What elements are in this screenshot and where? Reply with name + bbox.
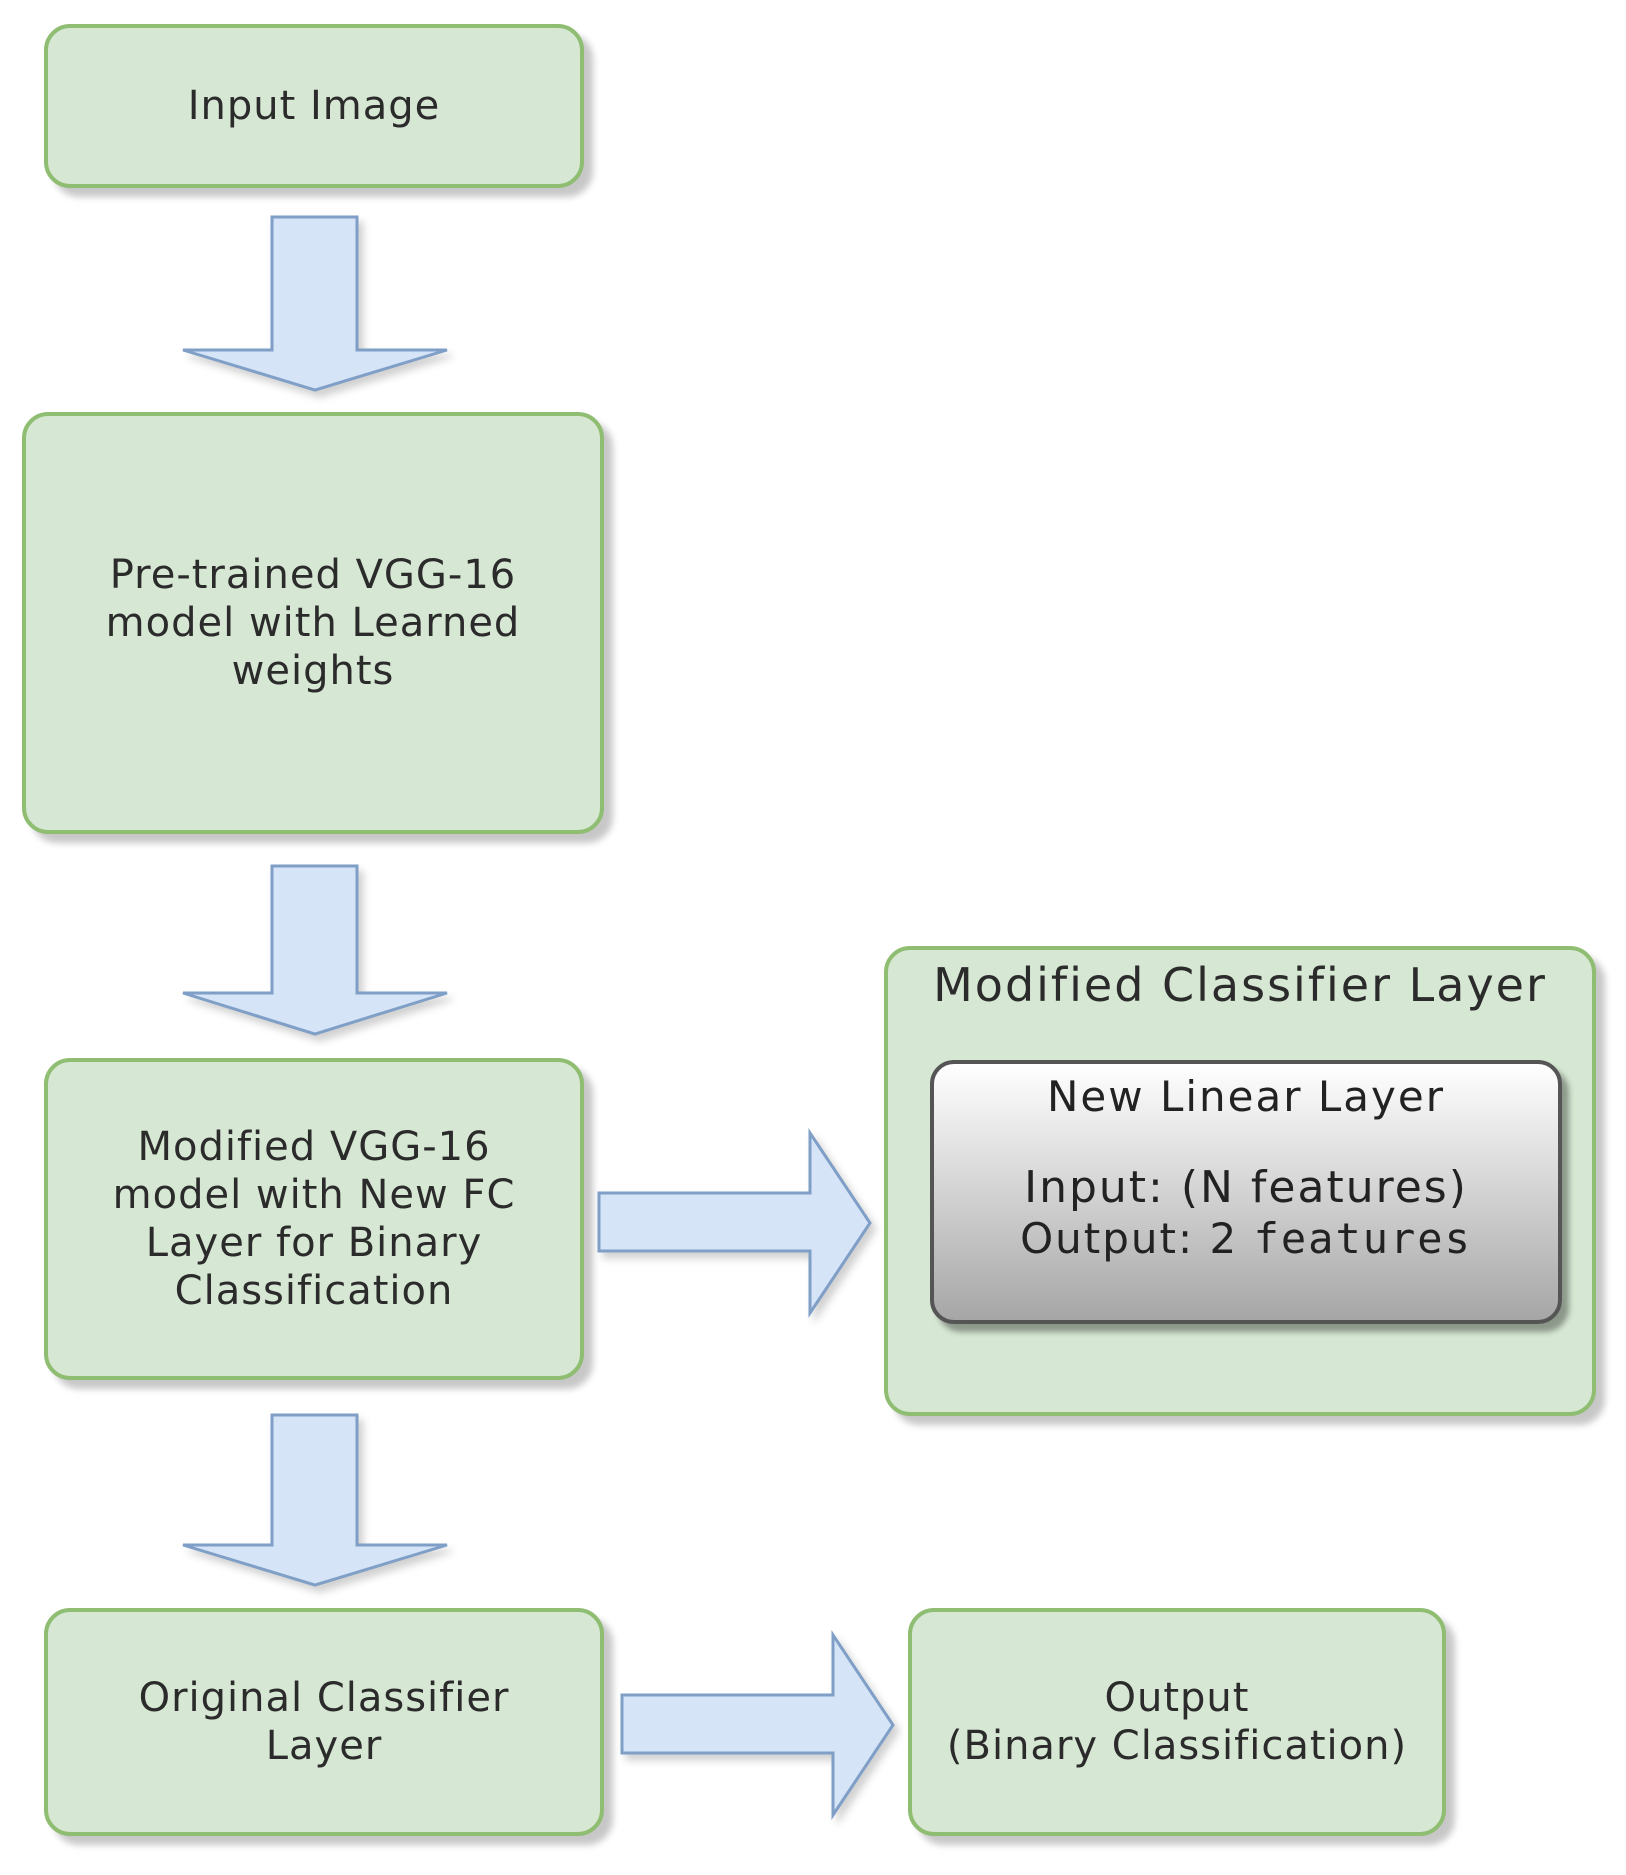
node-label: Output [1104, 1675, 1250, 1721]
right-arrow-icon [597, 1128, 872, 1318]
right-arrow-icon [620, 1630, 895, 1820]
down-arrow-icon [182, 1413, 448, 1587]
new-linear-layer-box: New Linear Layer Input: (N features) Out… [930, 1060, 1562, 1324]
pretrained-vgg16-node: Pre-trained VGG-16 model with Learned we… [22, 412, 604, 834]
node-label: Classification [174, 1268, 454, 1314]
node-label: Layer [265, 1723, 383, 1769]
output-node: Output (Binary Classification) [908, 1608, 1446, 1836]
node-label: Layer for Binary [145, 1220, 483, 1266]
output-suffix: features [1253, 1214, 1472, 1263]
linear-layer-input: Input: (N features) [1024, 1162, 1468, 1213]
node-label: Modified VGG-16 [137, 1124, 491, 1170]
node-label: Pre-trained VGG-16 [109, 552, 517, 598]
node-label: Input Image [187, 83, 441, 129]
output-prefix: Output: 2 [1020, 1214, 1239, 1263]
modified-vgg16-node: Modified VGG-16 model with New FC Layer … [44, 1058, 584, 1380]
down-arrow-icon [182, 215, 448, 392]
panel-title: Modified Classifier Layer [933, 958, 1547, 1012]
original-classifier-node: Original Classifier Layer [44, 1608, 604, 1836]
linear-layer-output: Output: 2 features [934, 1214, 1558, 1264]
node-label: (Binary Classification) [946, 1723, 1408, 1769]
node-label: Original Classifier [138, 1675, 510, 1721]
input-image-node: Input Image [44, 24, 584, 188]
down-arrow-icon [182, 864, 448, 1036]
node-label: model with Learned [105, 600, 521, 646]
linear-layer-title: New Linear Layer [1047, 1072, 1445, 1121]
node-label: model with New FC [112, 1172, 516, 1218]
node-label: weights [231, 648, 395, 694]
